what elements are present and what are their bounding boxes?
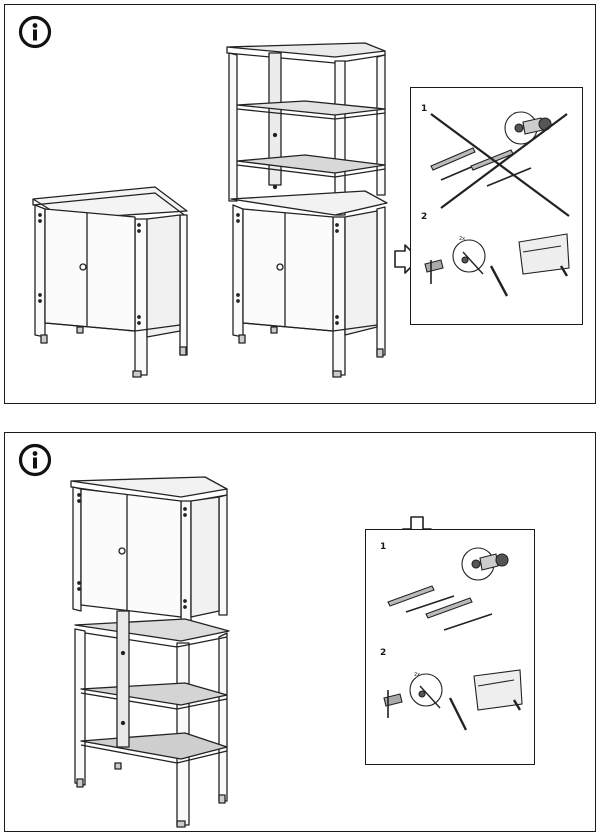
standalone-cabinet	[32, 186, 188, 378]
info-icon	[18, 15, 52, 49]
cabinet-illustrations	[32, 42, 420, 378]
hardware-drawing	[383, 547, 523, 731]
instruction-panel-bottom: 1 4x 2 2x	[4, 432, 596, 832]
hardware-inset-bottom: 1 4x 2 2x	[365, 529, 535, 765]
info-icon	[18, 443, 52, 477]
quantity-label: 2x	[414, 672, 421, 678]
step-number: 2	[380, 648, 387, 658]
step-number: 1	[421, 104, 428, 114]
hardware-inset-top: 1 4x 2 2x	[410, 87, 583, 325]
step-number: 2	[421, 212, 428, 222]
quantity-label: 2x	[459, 236, 466, 242]
instruction-panel-top: 1 4x 2 2x	[4, 4, 596, 404]
screw-icon	[387, 585, 493, 631]
shelf-on-cabinet-unit	[226, 42, 388, 378]
hardware-drawing-crossed	[424, 111, 570, 297]
cabinet-on-shelf-illustration	[70, 476, 432, 828]
screw-icon	[430, 147, 532, 187]
cabinet-on-shelf-unit	[70, 476, 230, 828]
step-number: 1	[380, 542, 387, 552]
